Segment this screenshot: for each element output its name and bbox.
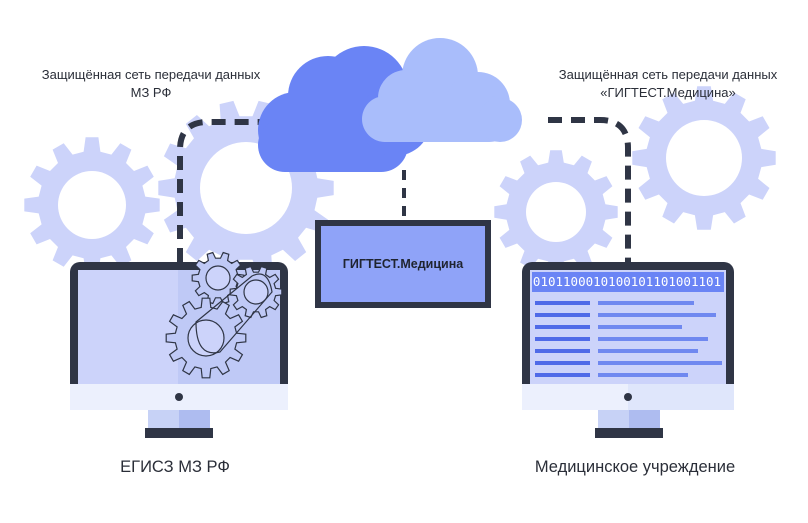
code-line-label [535, 337, 590, 341]
dashed-connections [177, 117, 631, 262]
right-computer-caption: Медицинское учреждение [534, 458, 736, 476]
code-lines [532, 272, 724, 377]
code-line-value [598, 325, 682, 329]
code-line-value [598, 337, 708, 341]
code-line-label [535, 361, 590, 365]
left-computer [70, 251, 288, 438]
code-line-value [598, 301, 694, 305]
binary-strip [532, 272, 724, 292]
code-line-label [535, 325, 590, 329]
code-line-value [598, 313, 716, 317]
center-box-label: ГИГТЕСТ.Медицина [342, 257, 464, 271]
screen-gear-3 [165, 297, 247, 379]
gear-right-mid [494, 150, 618, 274]
code-line-label [535, 349, 590, 353]
screen-gear-2 [229, 265, 283, 319]
gear-far-left [24, 137, 160, 273]
code-line-value [598, 349, 698, 353]
center-box [315, 220, 491, 308]
code-line-label [535, 301, 590, 305]
screen-gears [165, 251, 283, 379]
right-network-line [548, 117, 631, 262]
code-line-label [535, 313, 590, 317]
gear-far-right [632, 86, 776, 230]
code-line-value [598, 361, 722, 365]
right-computer [522, 262, 734, 438]
network-label-right: Защищённая сеть передачи данных «ГИГТЕСТ… [558, 67, 778, 100]
left-computer-caption: ЕГИСЗ МЗ РФ [120, 458, 230, 476]
gear-belt [195, 273, 273, 354]
binary-code-text: 0101100010100101101001101 [532, 274, 722, 289]
code-line-value [598, 373, 688, 377]
cloud [258, 38, 522, 172]
code-line-label [535, 373, 590, 377]
network-label-left: Защищённая сеть передачи данных МЗ РФ [41, 67, 261, 100]
